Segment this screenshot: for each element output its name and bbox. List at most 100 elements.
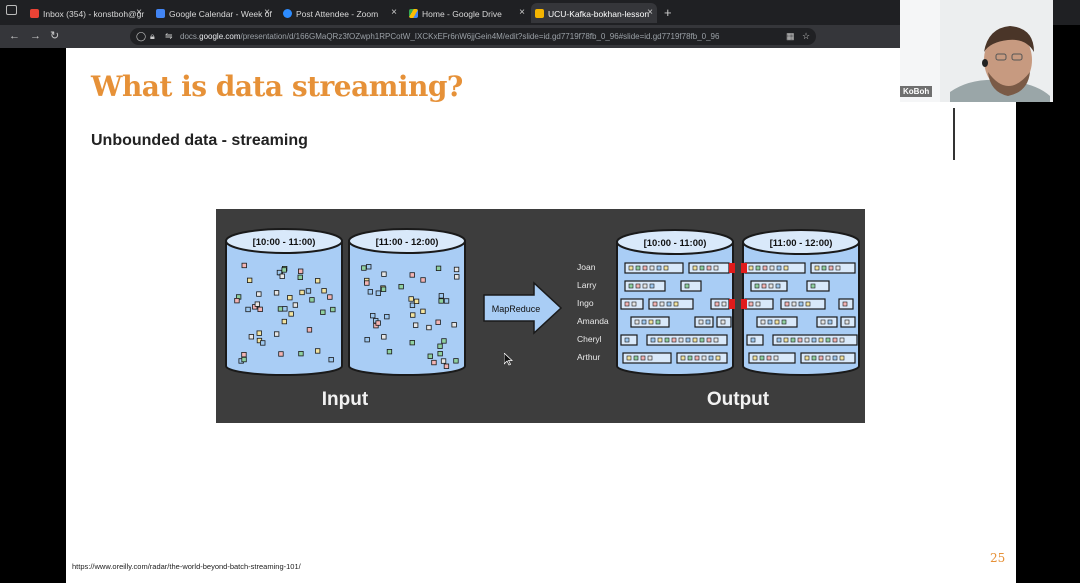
tab-title: Post Attendee - Zoom	[296, 8, 379, 19]
event-dot	[453, 358, 459, 364]
tab-google-calendar[interactable]: Google Calendar - Week of ×	[152, 3, 274, 23]
session-event	[767, 319, 773, 325]
session-event	[810, 283, 816, 289]
session-event	[626, 355, 632, 361]
session-event	[825, 337, 831, 343]
session-event	[818, 355, 824, 361]
event-dot	[328, 356, 334, 363]
session-event	[647, 355, 653, 361]
event-dot	[375, 320, 381, 326]
event-dot	[306, 327, 313, 333]
site-settings-icon[interactable]: ⇋	[165, 31, 173, 41]
session-bar	[694, 316, 714, 328]
event-dot	[438, 293, 445, 299]
tab-search-icon[interactable]	[6, 5, 17, 15]
event-dot	[277, 306, 284, 312]
session-event	[776, 337, 782, 343]
slides-icon	[535, 9, 544, 19]
event-dot	[367, 289, 374, 295]
tab-gmail[interactable]: Inbox (354) - konstboh@gr ×	[26, 3, 146, 23]
webcam-video-tile[interactable]	[900, 0, 1053, 102]
input-dots-2	[361, 264, 460, 369]
event-dot	[370, 313, 376, 319]
session-event	[628, 283, 634, 289]
tab-slides-active[interactable]: UCU-Kafka-bokhan-lesson ×	[531, 3, 657, 23]
event-dot	[298, 350, 304, 357]
input-label: Input	[322, 389, 369, 410]
slide-page-number: 25	[990, 551, 1006, 565]
event-dot	[427, 353, 433, 359]
input-window-label-2: [11:00 - 12:00)	[376, 237, 439, 248]
shield-icon: ◯	[136, 31, 147, 41]
session-event	[692, 337, 698, 343]
new-tab-button[interactable]: +	[664, 5, 672, 20]
close-tab-icon[interactable]: ×	[647, 7, 653, 18]
session-split-markers	[729, 263, 747, 309]
drive-icon	[409, 9, 418, 19]
mapreduce-label: MapReduce	[492, 304, 541, 314]
event-dot	[398, 284, 404, 290]
tab-title: Home - Google Drive	[422, 8, 502, 19]
event-dot	[278, 351, 284, 357]
output-label: Output	[707, 389, 770, 410]
close-tab-icon[interactable]: ×	[391, 7, 397, 18]
session-event	[748, 265, 754, 271]
close-tab-icon[interactable]: ×	[264, 7, 270, 18]
session-event	[698, 319, 704, 325]
event-dot	[453, 266, 460, 273]
session-event	[699, 265, 705, 271]
address-bar[interactable]: ◯ 🔒︎ ⇋ docs.google.com/presentation/d/16…	[130, 28, 816, 45]
session-event	[671, 337, 677, 343]
session-event	[804, 337, 810, 343]
tab-zoom[interactable]: Post Attendee - Zoom ×	[279, 3, 401, 23]
session-event	[832, 355, 838, 361]
participant-name: KoBoh	[900, 86, 933, 97]
event-dot	[443, 363, 450, 369]
session-event	[713, 337, 719, 343]
lock-icon[interactable]: 🔒︎	[150, 31, 155, 41]
session-event	[678, 337, 684, 343]
event-dot	[409, 272, 415, 278]
event-dot	[315, 348, 321, 354]
session-event	[839, 337, 845, 343]
event-dot	[443, 298, 450, 304]
session-event	[635, 283, 641, 289]
close-tab-icon[interactable]: ×	[519, 7, 525, 18]
source-link[interactable]: https://www.oreilly.com/radar/the-world-…	[72, 562, 301, 571]
reload-icon[interactable]: ↻	[50, 30, 60, 42]
session-event	[705, 319, 711, 325]
session-event	[814, 265, 820, 271]
session-event	[761, 283, 767, 289]
close-tab-icon[interactable]: ×	[136, 7, 142, 18]
forward-arrow-icon[interactable]: →	[30, 30, 41, 42]
event-dot	[386, 348, 393, 355]
key-names: Joan Larry Ingo Amanda Cheryl Arthur	[577, 262, 609, 362]
event-dot	[246, 277, 253, 283]
event-dot	[281, 267, 287, 273]
event-dot	[245, 306, 251, 313]
session-event	[673, 301, 679, 307]
slide-canvas: What is data streaming? Unbounded data -…	[66, 48, 1016, 583]
session-event	[634, 319, 640, 325]
session-event	[699, 337, 705, 343]
session-event	[783, 337, 789, 343]
session-event	[633, 355, 639, 361]
back-arrow-icon[interactable]: ←	[9, 30, 20, 42]
event-dot	[257, 306, 263, 312]
session-event	[775, 283, 781, 289]
apps-grid-icon[interactable]: ▦	[786, 31, 795, 41]
session-event	[755, 265, 761, 271]
output-bars-1	[620, 262, 732, 364]
bookmark-star-icon[interactable]: ☆	[802, 31, 811, 41]
session-event	[844, 319, 850, 325]
tab-google-drive[interactable]: Home - Google Drive ×	[405, 3, 529, 23]
session-event	[640, 355, 646, 361]
session-event	[648, 319, 654, 325]
session-event	[748, 301, 754, 307]
session-event	[652, 301, 658, 307]
event-dot	[380, 286, 387, 292]
session-event	[797, 337, 803, 343]
event-dot	[409, 339, 415, 346]
event-dot	[260, 340, 266, 346]
session-event	[839, 355, 845, 361]
